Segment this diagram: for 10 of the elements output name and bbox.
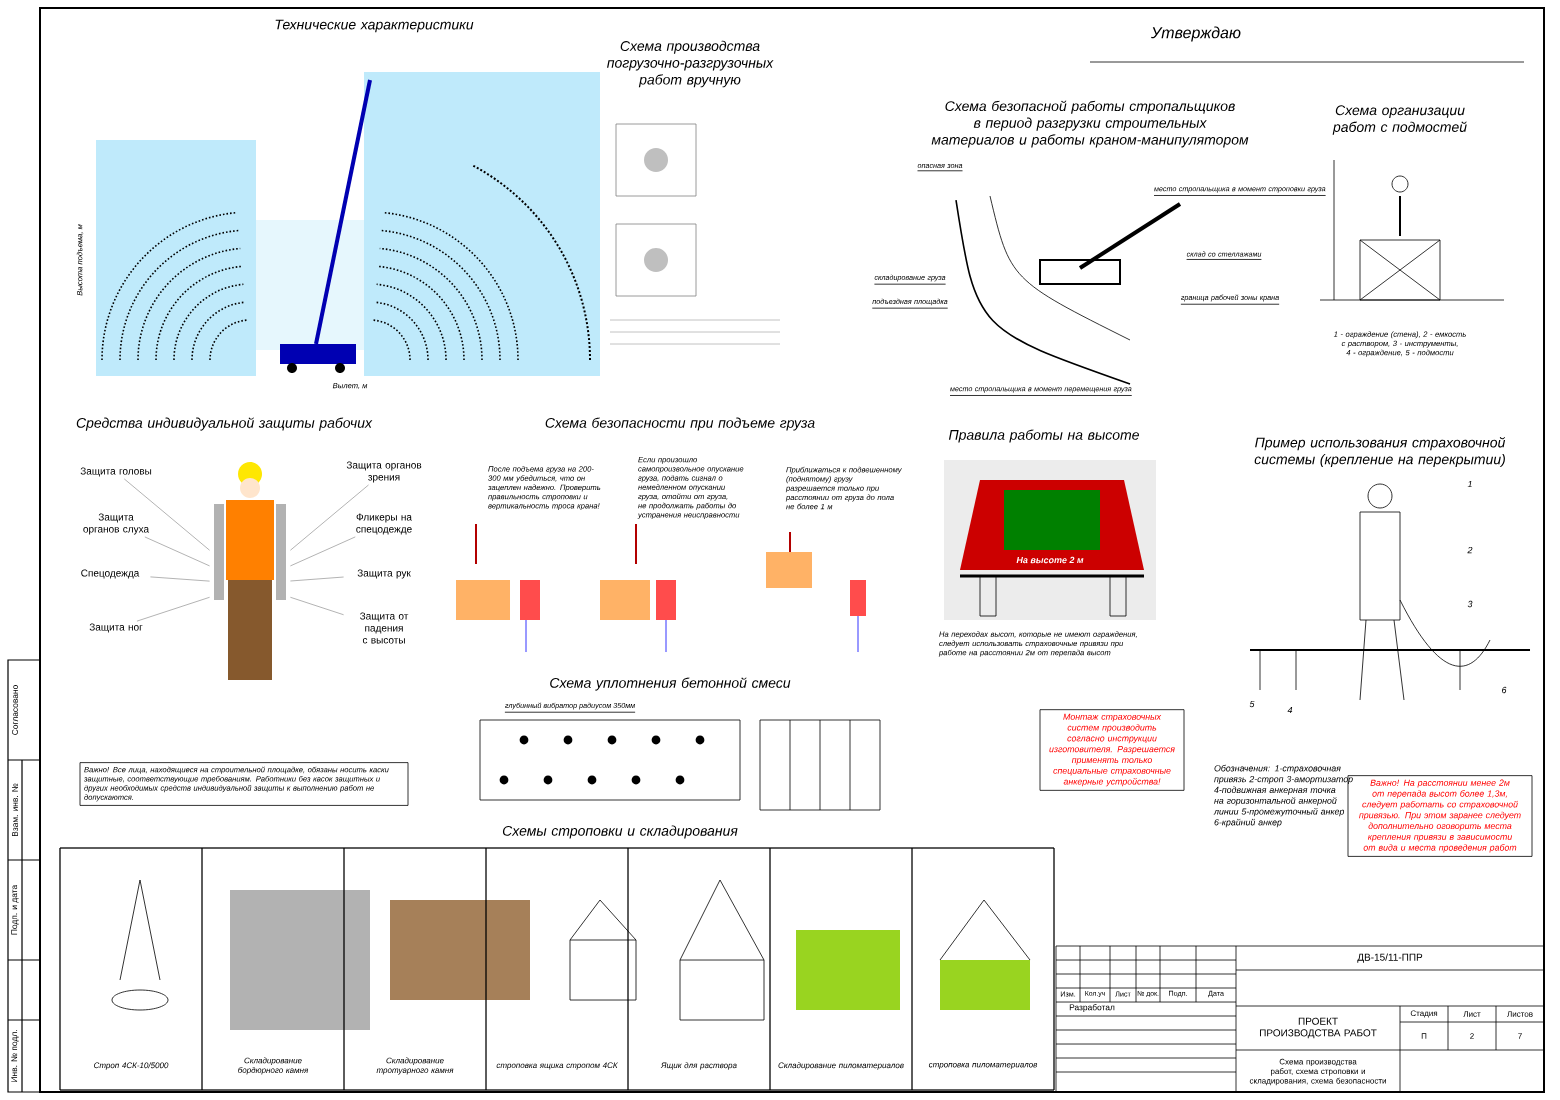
leader-line [136,596,210,622]
approval-text: Утверждаю [1151,26,1241,42]
leader-line [150,576,210,582]
leader-line [290,536,356,567]
worker-figure [214,462,286,680]
leader-line [290,596,344,616]
leader-line [290,576,344,582]
leader-line [123,478,210,551]
leader-line [144,536,210,567]
leader-line [290,484,369,551]
